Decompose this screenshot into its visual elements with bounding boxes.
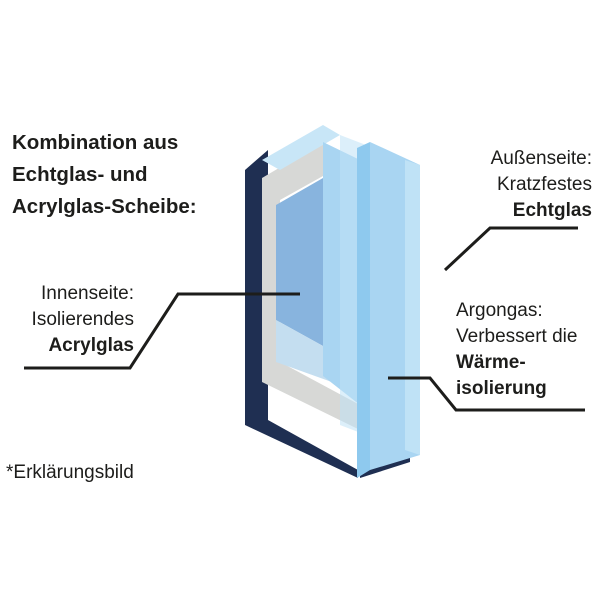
inner-label-line-3: Acrylglas [48, 335, 134, 356]
gas-label-line-2: Verbessert die [456, 326, 578, 347]
title-line-3: Acrylglas-Scheibe: [12, 195, 197, 218]
leader-gas [388, 376, 585, 412]
title-line-2: Echtglas- und [12, 163, 148, 186]
gas-label-line-3: Wärme- [456, 352, 526, 373]
gas-label-line-1: Argongas: [456, 300, 543, 321]
outer-label: Außenseite: Kratzfestes Echtglas [491, 146, 592, 224]
gas-label: Argongas: Verbessert die Wärme- isolieru… [456, 298, 577, 402]
inner-label: Innenseite: Isolierendes Acrylglas [0, 281, 134, 359]
gas-label-line-4: isolierung [456, 378, 547, 399]
leader-outer [443, 226, 578, 272]
outer-label-line-3: Echtglas [512, 200, 592, 221]
inner-label-line-2: Isolierendes [31, 309, 134, 330]
diagram-title: Kombination aus Echtglas- und Acrylglas-… [12, 127, 197, 223]
footnote: *Erklärungsbild [6, 462, 134, 483]
inner-label-line-1: Innenseite: [41, 283, 134, 304]
leader-inner [24, 292, 300, 370]
acrylic-pane [276, 178, 323, 346]
title-line-1: Kombination aus [12, 131, 179, 154]
outer-label-line-2: Kratzfestes [496, 174, 592, 195]
outer-glass-edge [357, 142, 370, 478]
outer-glass-rim [405, 160, 420, 455]
outer-label-line-1: Außenseite: [490, 148, 592, 169]
glass-front-edge [262, 125, 340, 170]
